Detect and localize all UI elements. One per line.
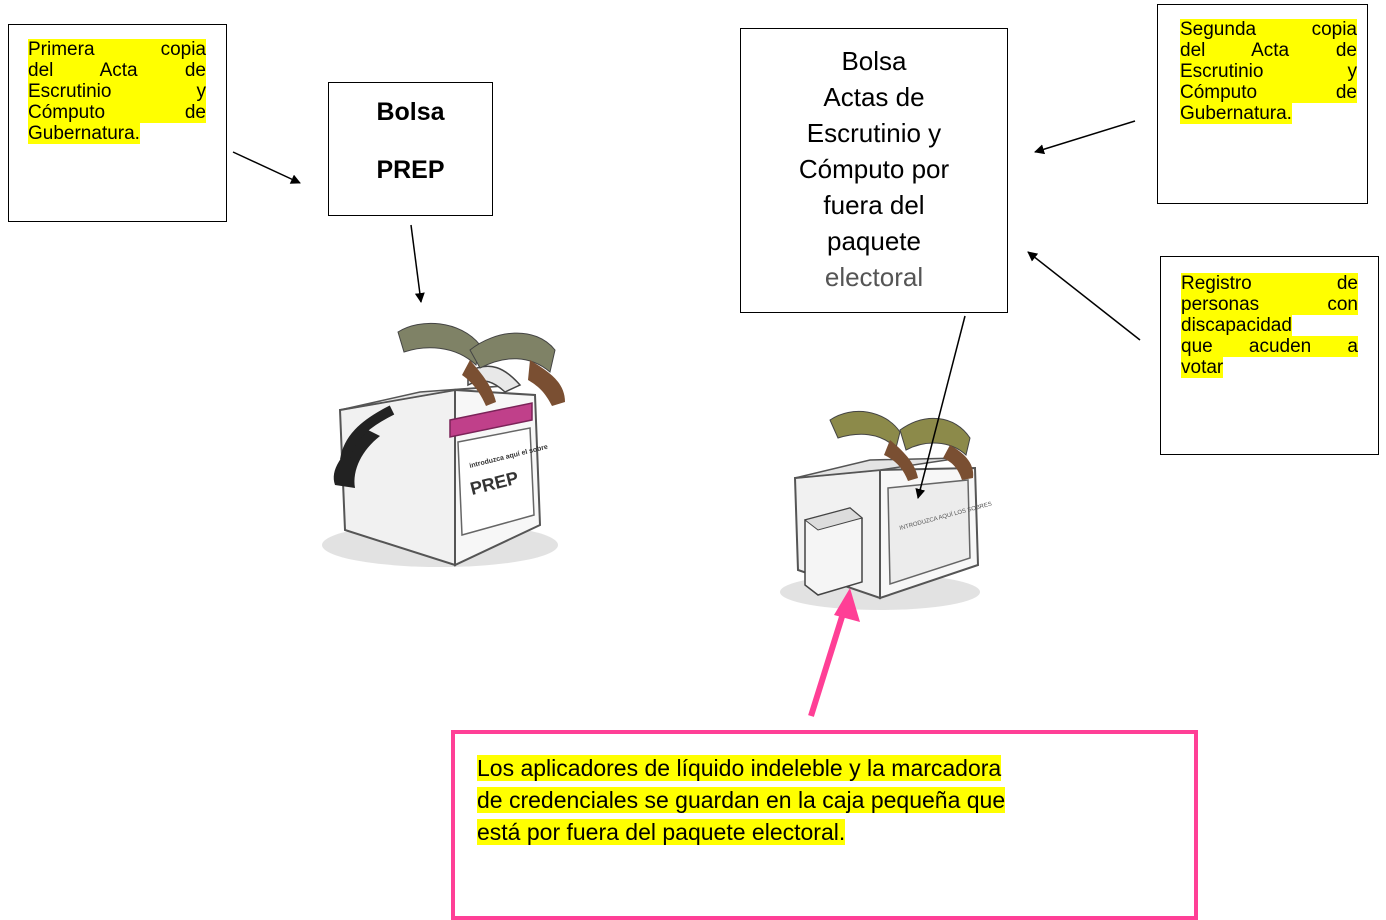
bolsa-actas-line: Actas de [823, 82, 925, 112]
bolsa-prep-label: Bolsa PREP [328, 82, 493, 216]
note-line: del Acta de [1180, 40, 1357, 61]
info-note-box: Los aplicadores de líquido indeleble y l… [451, 730, 1198, 920]
info-line: de credenciales se guardan en la caja pe… [477, 787, 1006, 813]
note-line: votar [1181, 357, 1224, 378]
note-line: Gubernatura. [1180, 103, 1292, 124]
bolsa-actas-line: electoral [824, 262, 924, 292]
arrow-prep-to-box [410, 224, 425, 303]
note-primera-copia: Primera copia del Acta de Escrutinio y C… [8, 24, 227, 222]
note-line: Primera copia [28, 39, 206, 60]
bolsa-actas-line: paquete [827, 226, 921, 256]
info-line: está por fuera del paquete electoral. [477, 819, 846, 845]
arrow-bolsa-to-ballot-box [915, 315, 966, 499]
pink-arrow-line [808, 603, 849, 717]
bolsa-prep-line1: Bolsa [376, 98, 445, 126]
note-line: Segunda copia [1180, 19, 1357, 40]
note-line: que acuden a [1181, 336, 1358, 357]
note-registro-personas: Registro de personas con discapacidad qu… [1160, 256, 1379, 455]
bolsa-prep-line2: PREP [376, 156, 445, 184]
bolsa-actas-line: Escrutinio y [806, 118, 942, 148]
bolsa-actas-line: fuera del [823, 190, 925, 220]
arrow-primera-to-prep [232, 151, 301, 184]
info-line: Los aplicadores de líquido indeleble y l… [477, 755, 1002, 781]
note-segunda-copia: Segunda copia del Acta de Escrutinio y C… [1157, 4, 1368, 204]
note-line: Gubernatura. [28, 123, 140, 144]
ballot-box-illustration: INTRODUZCA AQUÍ LOS SOBRES [780, 410, 993, 610]
arrow-registro-to-bolsa [1027, 251, 1141, 341]
bolsa-actas-line: Bolsa [841, 46, 907, 76]
note-line: Cómputo de [1180, 82, 1357, 103]
note-line: discapacidad [1181, 315, 1292, 336]
note-line: personas con [1181, 294, 1358, 315]
prep-box-illustration: introduzca aquí el sobre PREP [322, 322, 565, 567]
note-line: Cómputo de [28, 102, 206, 123]
arrow-segunda-to-bolsa [1034, 120, 1136, 155]
note-line: Registro de [1181, 273, 1358, 294]
note-line: Escrutinio y [28, 81, 206, 102]
note-line: del Acta de [28, 60, 206, 81]
bolsa-actas-line: Cómputo por [798, 154, 950, 184]
bolsa-actas-label: Bolsa Actas de Escrutinio y Cómputo por … [740, 28, 1008, 313]
note-line: Escrutinio y [1180, 61, 1357, 82]
pink-arrow-head [834, 588, 860, 622]
